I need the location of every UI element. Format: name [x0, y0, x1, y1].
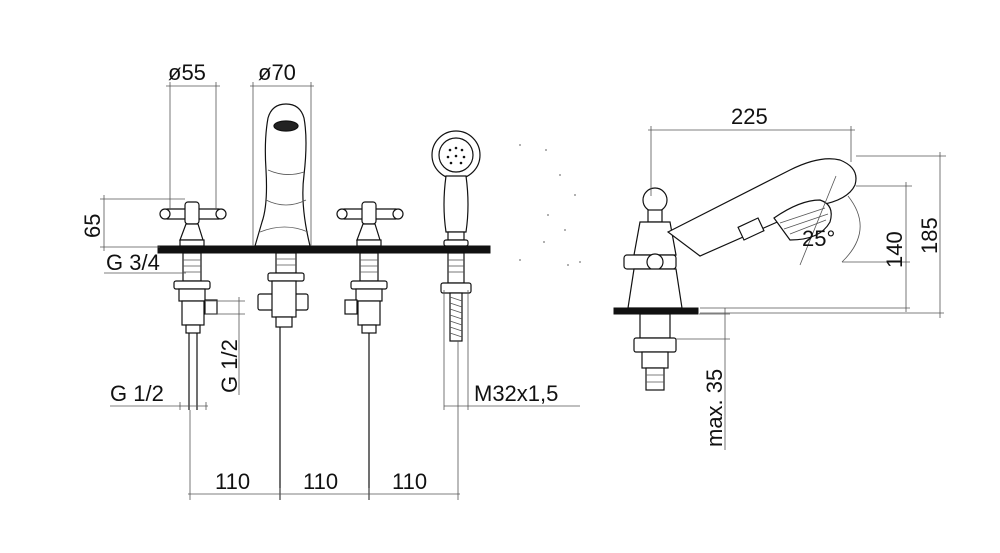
- angle-label: 25°: [802, 226, 835, 251]
- thread-m32-label: M32x1,5: [474, 381, 558, 406]
- spacing-3-label: 110: [392, 469, 427, 494]
- front-view: ø55 ø70 65 G 3/4 G 1/2 G 1/2: [80, 60, 581, 500]
- thread-g12-vertical-label: G 1/2: [217, 339, 242, 393]
- height-65-label: 65: [80, 214, 105, 238]
- side-hand-shower: [666, 158, 857, 257]
- max-35-label: max. 35: [702, 369, 727, 447]
- length-225-label: 225: [731, 104, 768, 129]
- hose-swing-dots: [519, 144, 581, 266]
- front-dimensions: ø55 ø70 65 G 3/4 G 1/2 G 1/2: [80, 60, 580, 500]
- right-valve: [336, 201, 404, 500]
- height-185-label: 185: [917, 217, 942, 254]
- deck-plate: [157, 245, 491, 254]
- side-body: [623, 187, 683, 391]
- spacing-1-label: 110: [215, 469, 250, 494]
- side-view: 225 25° 140 185 max. 35: [613, 104, 946, 450]
- spacing-2-label: 110: [303, 469, 338, 494]
- side-deck-plate: [613, 307, 699, 315]
- thread-g34-label: G 3/4: [106, 250, 160, 275]
- height-140-label: 140: [882, 231, 907, 268]
- thread-g12-label: G 1/2: [110, 381, 164, 406]
- dia-spout-label: ø70: [258, 60, 296, 85]
- side-dimensions: 225 25° 140 185 max. 35: [648, 104, 946, 450]
- hand-shower: [431, 130, 481, 342]
- spout: [254, 103, 311, 500]
- left-valve: [159, 201, 227, 410]
- dia-handle-label: ø55: [168, 60, 206, 85]
